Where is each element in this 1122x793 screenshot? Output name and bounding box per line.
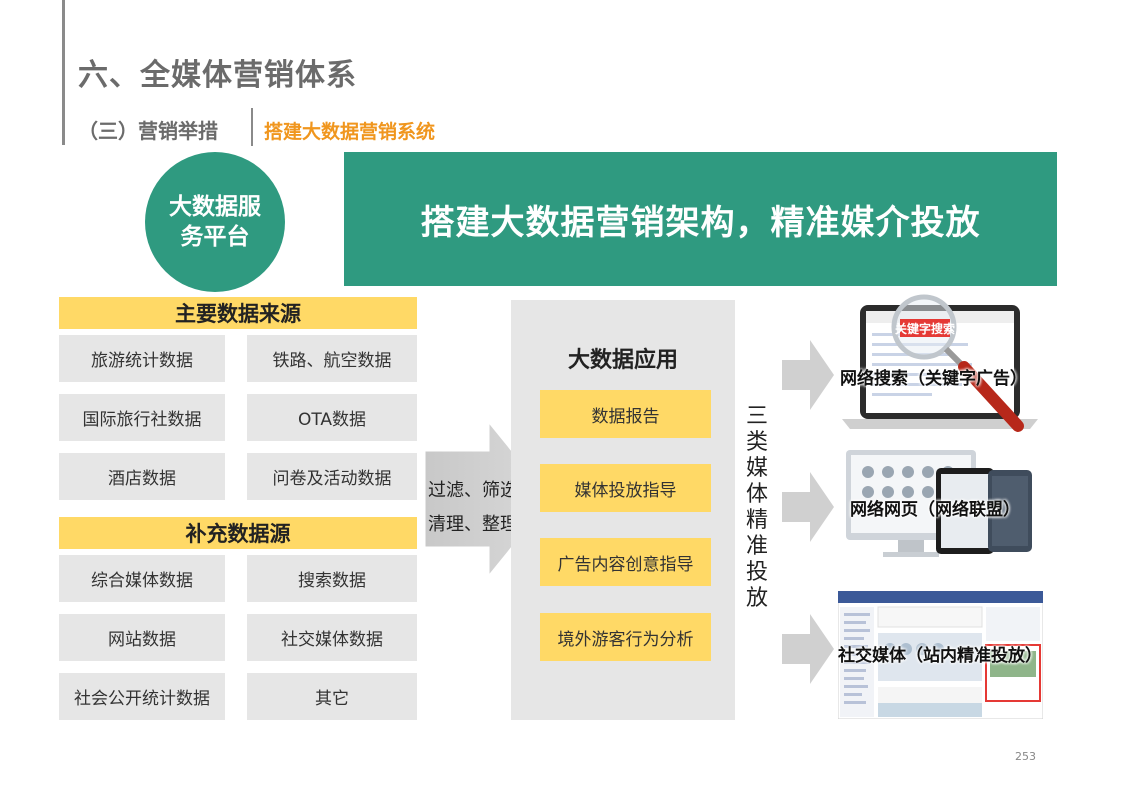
channel-arrow [782,472,834,542]
subtitle-divider [251,108,253,146]
social-channel-label: 社交媒体（站内精准投放） [838,646,1042,666]
web-channel-image [838,444,1043,564]
filter-label-line2: 清理、整理 [428,514,518,535]
application-item: 数据报告 [540,390,711,438]
primary-source-cell: OTA数据 [247,394,417,441]
application-item: 境外游客行为分析 [540,613,711,661]
search-channel-image: 关键字搜索 [838,291,1043,433]
supplementary-source-cell: 社会公开统计数据 [59,673,225,720]
primary-source-cell: 国际旅行社数据 [59,394,225,441]
page-subtitle: （三）营销举措 [78,119,218,143]
page-number: 253 [1015,750,1036,763]
supplementary-source-cell: 综合媒体数据 [59,555,225,602]
web-channel-label: 网络网页（网络联盟） [850,500,1020,520]
subtitle-accent: 搭建大数据营销系统 [264,121,436,143]
platform-circle: 大数据服务平台 [145,152,285,292]
primary-source-cell: 问卷及活动数据 [247,453,417,500]
primary-source-cell: 酒店数据 [59,453,225,500]
application-item: 媒体投放指导 [540,464,711,512]
supplementary-sources-header: 补充数据源 [59,517,417,549]
title-accent-bar [62,0,65,145]
application-item: 广告内容创意指导 [540,538,711,586]
primary-source-cell: 铁路、航空数据 [247,335,417,382]
main-banner: 搭建大数据营销架构，精准媒介投放 [344,152,1057,286]
search-channel-label: 网络搜索（关键字广告） [840,369,1027,389]
applications-title: 大数据应用 [567,348,678,373]
primary-source-cell: 旅游统计数据 [59,335,225,382]
social-channel-image [838,591,1043,719]
three-media-label: 三类媒体精准投放 [745,404,768,611]
page-title: 六、全媒体营销体系 [78,58,357,93]
keyword-search-badge: 关键字搜索 [895,321,955,336]
channel-arrow [782,340,834,410]
primary-sources-header: 主要数据来源 [59,297,417,329]
supplementary-source-cell: 其它 [247,673,417,720]
supplementary-source-cell: 网站数据 [59,614,225,661]
supplementary-source-cell: 搜索数据 [247,555,417,602]
channel-arrow [782,614,834,684]
filter-label-line1: 过滤、筛选 [428,480,518,501]
supplementary-source-cell: 社交媒体数据 [247,614,417,661]
